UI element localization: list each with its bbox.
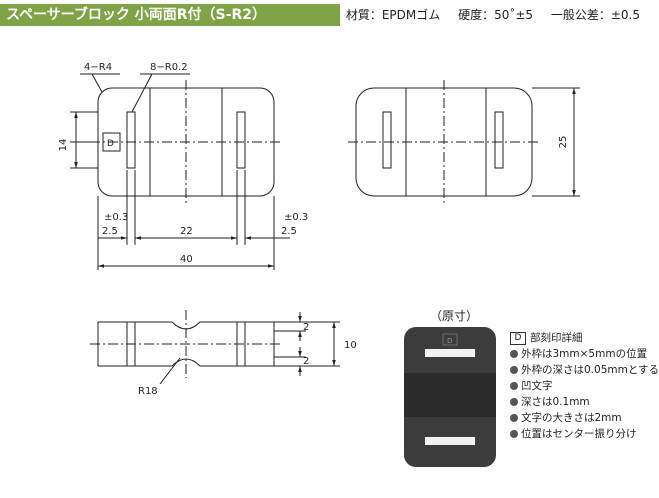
mark-letter: D: [107, 139, 114, 149]
plan-view-right: [348, 80, 580, 204]
legend-item: 位置はセンター振り分け: [510, 426, 659, 442]
dim-top-side: 2: [303, 322, 309, 333]
tolerance-left: ±0.3: [104, 212, 128, 223]
title-band: [0, 4, 340, 26]
dim-right: 2.5: [281, 226, 297, 237]
page-title: スペーサーブロック 小両面R付（S-R2）: [6, 7, 266, 23]
slot-right-right-view: [494, 111, 504, 169]
bullet-icon: [510, 398, 518, 406]
engraving-legend: D 部刻印詳細 外枠は3mm×5mmの位置 外枠の深さは0.05mmとする 凹文…: [510, 330, 659, 442]
hardness-spec: 硬度：50˚±5: [458, 8, 534, 22]
actual-size-label: （原寸）: [430, 309, 479, 323]
bullet-icon: [510, 382, 518, 390]
plan-view-left: [70, 73, 290, 270]
slot-left: [126, 111, 136, 169]
bullet-icon: [510, 430, 518, 438]
slot-right: [236, 111, 246, 169]
sample-slot-bottom: [425, 437, 475, 445]
bullet-icon: [510, 366, 518, 374]
tolerance-right: ±0.3: [284, 212, 308, 223]
bullet-icon: [510, 414, 518, 422]
sample-mark-letter: D: [447, 337, 452, 345]
height-label: 14: [58, 139, 69, 152]
legend-title: 部刻印詳細: [530, 332, 583, 344]
material-spec: 材質：EPDMゴム: [345, 8, 441, 22]
sample-mark-box: [442, 333, 458, 346]
legend-item: 凹文字: [510, 378, 659, 394]
legend-item: 外枠は3mm×5mmの位置: [510, 346, 659, 362]
corner-radius-label: 4−R4: [84, 62, 112, 73]
dim-left: 2.5: [102, 226, 118, 237]
dim-bottom-side: 2: [303, 356, 309, 367]
tolerance-spec: 一般公差：±0.5: [550, 8, 640, 22]
sample-slot-top: [425, 349, 475, 357]
legend-item: 外枠の深さは0.05mmとする: [510, 362, 659, 378]
leader-8r02: [131, 73, 153, 113]
spec-line: 材質：EPDMゴム 硬度：50˚±5 一般公差：±0.5: [332, 6, 640, 24]
side-view: [90, 310, 340, 385]
bullet-icon: [510, 350, 518, 358]
overall-width: 40: [180, 254, 193, 265]
legend-item: 文字の大きさは2mm: [510, 410, 659, 426]
height-label-right: 25: [558, 136, 569, 149]
header: スペーサーブロック 小両面R付（S-R2） 材質：EPDMゴム 硬度：50˚±5…: [0, 0, 650, 30]
side-height-label: 10: [344, 340, 357, 351]
mark-box: [102, 132, 121, 152]
dim-middle: 22: [180, 226, 193, 237]
legend-mark-box: D: [510, 331, 526, 345]
leader-4r4: [91, 73, 103, 93]
edge-radius-label: 8−R0.2: [150, 62, 188, 73]
radius-label: R18: [138, 386, 158, 397]
legend-title-row: D 部刻印詳細: [510, 330, 659, 346]
legend-item: 深さは0.1mm: [510, 394, 659, 410]
actual-size-sample: [404, 327, 496, 467]
slot-left-right-view: [382, 111, 392, 169]
leader-r18: [159, 357, 181, 385]
